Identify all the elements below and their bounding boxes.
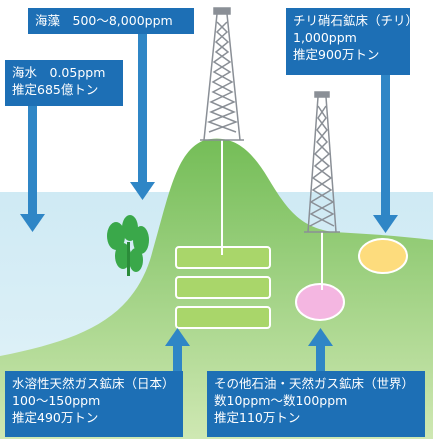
label-seawater-line-1: 海水 0.05ppm [12,65,106,80]
label-seawater: 海水 0.05ppm 推定685億トン [5,60,123,106]
arrow-seawater [20,106,45,232]
label-world-line-1: その他石油・天然ガス鉱床（世界） [214,376,415,391]
oil-derrick-1 [200,7,244,141]
label-chile-saltpeter: チリ硝石鉱床（チリ） 1,000ppm 推定900万トン [286,8,419,75]
label-chile-line-1: チリ硝石鉱床（チリ） [293,13,419,28]
arrow-gas-japan [165,328,190,371]
arrow-seaweed [130,34,155,200]
label-chile-line-2: 1,000ppm [293,30,357,45]
gas-layers [175,246,271,329]
label-gas-japan-line-3: 推定490万トン [12,410,99,425]
oil-derrick-2 [304,91,340,233]
label-seaweed-line-1: 海藻 500〜8,000ppm [35,13,173,28]
arrows [20,34,398,371]
world-oil-gas-deposit [295,283,345,321]
seaweed-illustration [107,215,149,276]
label-world-line-2: 数10ppm〜数100ppm [214,393,348,408]
arrow-world [308,328,333,371]
label-seawater-line-2: 推定685億トン [12,82,99,97]
label-chile-line-3: 推定900万トン [293,47,380,62]
chile-saltpeter-deposit [358,238,408,274]
label-gas-japan-line-2: 100〜150ppm [12,393,101,408]
label-gas-japan-line-1: 水溶性天然ガス鉱床（日本） [12,376,175,391]
arrow-chile [373,75,398,233]
label-water-soluble-gas-japan: 水溶性天然ガス鉱床（日本） 100〜150ppm 推定490万トン [5,371,183,437]
label-seaweed: 海藻 500〜8,000ppm [28,8,194,34]
label-other-oil-gas-world: その他石油・天然ガス鉱床（世界） 数10ppm〜数100ppm 推定110万トン [207,371,425,437]
label-world-line-3: 推定110万トン [214,410,301,425]
